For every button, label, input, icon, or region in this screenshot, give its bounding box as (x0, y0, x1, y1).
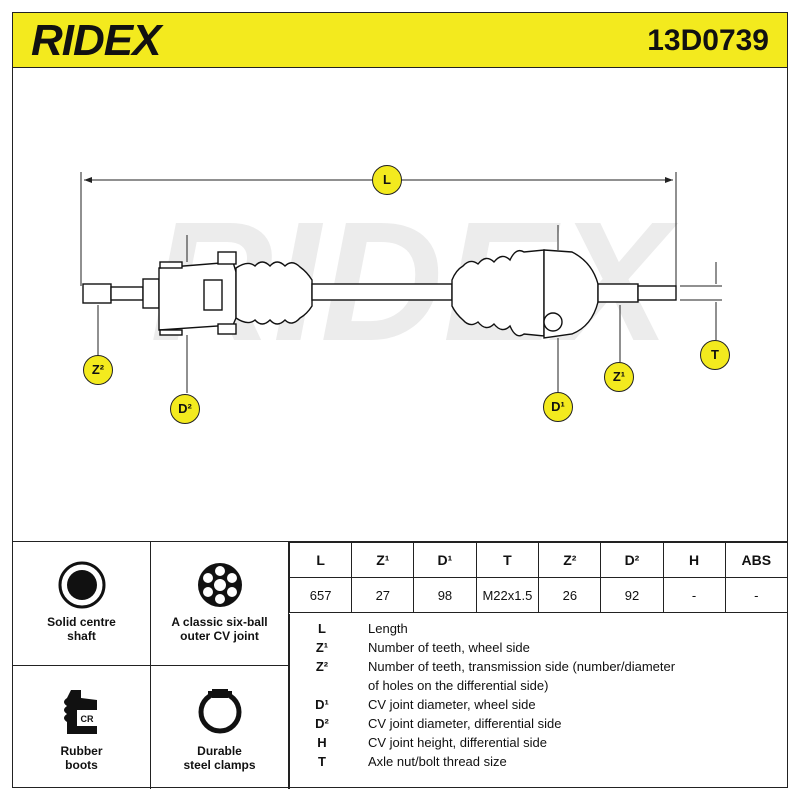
wheel-spline (637, 285, 677, 301)
label-D1: D¹ (543, 392, 573, 422)
spec-value: - (724, 577, 787, 613)
centre-shaft (311, 283, 453, 301)
wheel-stub (597, 283, 639, 303)
spec-value: - (662, 577, 726, 613)
outer-boot (451, 249, 545, 337)
transmission-spline (82, 283, 112, 304)
label-L: L (372, 165, 402, 195)
transmission-stub (110, 286, 144, 301)
spec-header: D² (600, 542, 664, 578)
feature-six-ball-joint: A classic six-ball outer CV joint (151, 542, 289, 666)
spec-value: 98 (413, 577, 477, 613)
label-Z2: Z² (83, 355, 113, 385)
inner-boot (235, 261, 313, 325)
cr-badge-text: CR (81, 714, 94, 724)
label-Z1: Z¹ (604, 362, 634, 392)
feature-label: Solid centre shaft (47, 615, 116, 643)
spec-header: Z¹ (351, 542, 415, 578)
brand-logo: RIDEX (31, 16, 161, 65)
spec-header: ABS (724, 542, 787, 578)
spec-table: L Z¹ D¹ T Z² D² H ABS 657 27 98 M22x1.5 … (288, 542, 787, 613)
spec-value: 27 (351, 577, 415, 613)
spec-header: H (662, 542, 726, 578)
spec-value: M22x1.5 (475, 577, 540, 613)
six-ball-joint-icon (198, 563, 242, 607)
spec-value: 92 (600, 577, 664, 613)
part-number: 13D0739 (647, 24, 769, 57)
spec-header: D¹ (413, 542, 477, 578)
spec-header: T (475, 542, 540, 578)
header-bar: RIDEX 13D0739 (12, 12, 788, 68)
spec-header: Z² (538, 542, 602, 578)
feature-label: Rubber boots (60, 744, 103, 772)
steel-clamp-icon (198, 689, 242, 734)
spec-value: 657 (288, 577, 353, 613)
label-D2: D² (170, 394, 200, 424)
rubber-boot-icon: CR (64, 690, 97, 734)
feature-solid-shaft: Solid centre shaft (13, 542, 151, 666)
solid-shaft-icon (58, 561, 106, 609)
inner-cv-joint (158, 261, 237, 331)
spec-panel: Solid centre shaft A classic six-ball ou… (12, 541, 790, 789)
feature-label: Durable steel clamps (183, 744, 256, 772)
spec-value: 26 (538, 577, 602, 613)
feature-label: A classic six-ball outer CV joint (171, 615, 268, 643)
label-T: T (700, 340, 730, 370)
spec-header: L (288, 542, 353, 578)
feature-rubber-boots: CR Rubber boots (13, 666, 151, 789)
drive-shaft-diagram: RIDEX (80, 172, 722, 393)
feature-steel-clamps: Durable steel clamps (151, 666, 289, 789)
